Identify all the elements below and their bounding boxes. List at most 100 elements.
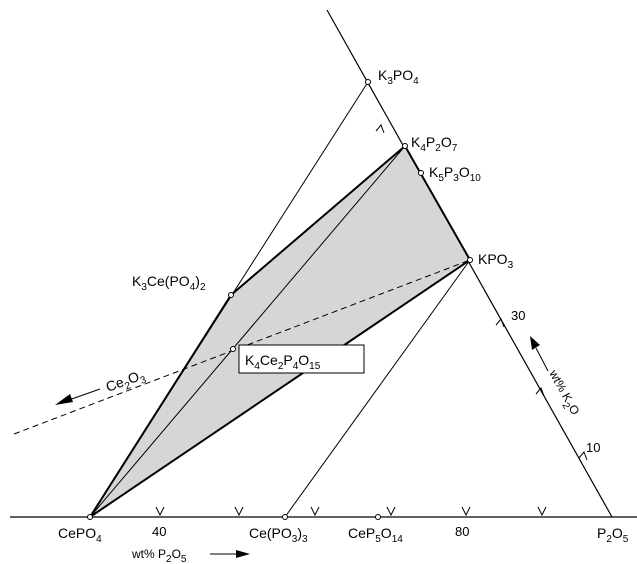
formula-part: 2 bbox=[435, 143, 441, 154]
formula-part: 2 bbox=[200, 282, 206, 293]
formula-part: 5 bbox=[181, 554, 187, 564]
formula-part: 2 bbox=[559, 401, 572, 412]
shaded-region bbox=[89, 144, 472, 518]
point-ce-po3-3 bbox=[282, 514, 288, 520]
point-cepo4 bbox=[87, 514, 93, 520]
point-k3po4 bbox=[365, 79, 371, 85]
formula-part: O bbox=[126, 368, 142, 387]
formula-part: 4 bbox=[190, 282, 196, 293]
right-tick-mark bbox=[375, 124, 385, 134]
point-cep5o14 bbox=[375, 514, 381, 520]
formula-part: P bbox=[597, 525, 606, 541]
formula-part: 3 bbox=[139, 374, 148, 386]
formula-part: Ce(PO bbox=[147, 273, 190, 289]
formula-part: 7 bbox=[452, 143, 458, 154]
formula-part: 3 bbox=[141, 282, 147, 293]
k2o-tick-30: 30 bbox=[511, 308, 525, 323]
label-p2o5: P2O5 bbox=[597, 525, 629, 545]
formula-part: O bbox=[612, 525, 623, 541]
label-kpo3: KPO3 bbox=[478, 251, 514, 271]
base-tick-mark bbox=[461, 506, 471, 517]
right-tick-marks bbox=[375, 124, 588, 461]
formula-part: 4 bbox=[413, 76, 419, 87]
formula-part: wt% K bbox=[546, 367, 575, 404]
formula-part: O bbox=[172, 547, 181, 561]
formula-part: PO bbox=[393, 67, 413, 83]
formula-part: 4 bbox=[293, 361, 299, 372]
ce2o3-arrowhead bbox=[55, 394, 73, 405]
right-tick-mark bbox=[578, 451, 588, 461]
formula-part: 3 bbox=[508, 260, 514, 271]
formula-part: 10 bbox=[470, 173, 482, 184]
formula-part: P bbox=[283, 352, 292, 368]
formula-part: 4 bbox=[254, 361, 260, 372]
formula-part: 15 bbox=[309, 361, 321, 372]
formula-part: O bbox=[381, 525, 392, 541]
formula-part: Ce(PO bbox=[249, 525, 292, 541]
point-k4ce2p4o15 bbox=[230, 346, 236, 352]
formula-part: Ce bbox=[104, 374, 126, 395]
p2o5-tick-40: 40 bbox=[152, 524, 166, 539]
formula-part: 3 bbox=[453, 173, 459, 184]
formula-part: 3 bbox=[302, 534, 308, 545]
label-cep5o14: CeP5O14 bbox=[348, 525, 403, 545]
base-tick-mark bbox=[537, 506, 547, 517]
formula-part: O bbox=[298, 352, 309, 368]
formula-part: P bbox=[444, 164, 453, 180]
formula-part: K bbox=[378, 67, 388, 83]
right-tick-mark bbox=[495, 318, 505, 328]
formula-part: K bbox=[245, 352, 255, 368]
label-k4ce2p4o15: K4Ce2P4O15 bbox=[245, 352, 321, 372]
right-tick-mark bbox=[535, 387, 545, 397]
base-tick-mark bbox=[155, 506, 165, 517]
base-tick-mark bbox=[234, 506, 244, 517]
axis-p2o5-label: wt% P2O5 bbox=[131, 547, 187, 564]
formula-part: 2 bbox=[606, 534, 612, 545]
formula-part: K bbox=[429, 164, 439, 180]
formula-part: wt% P bbox=[131, 547, 166, 561]
k2o-tick-10: 10 bbox=[586, 440, 600, 455]
formula-part: 2 bbox=[278, 361, 284, 372]
formula-part: 5 bbox=[623, 534, 629, 545]
label-ce-po3-3: Ce(PO3)3 bbox=[249, 525, 308, 545]
tieline-cepo4-k4p2o7 bbox=[89, 145, 406, 518]
formula-part: ) bbox=[297, 525, 302, 541]
base-tick-marks bbox=[155, 506, 547, 517]
label-k3ce-po4-2: K3Ce(PO4)2 bbox=[132, 273, 206, 293]
p2o5-tick-80: 80 bbox=[455, 524, 469, 539]
formula-part: 4 bbox=[96, 534, 102, 545]
k2o-arrow-shaft bbox=[535, 347, 549, 372]
point-k5p3o10 bbox=[418, 170, 424, 176]
point-k3ce-po4-2 bbox=[228, 292, 234, 298]
formula-part: 2 bbox=[123, 380, 132, 392]
point-kpo3 bbox=[467, 257, 473, 263]
k2o-arrowhead bbox=[530, 336, 540, 350]
formula-part: O bbox=[459, 164, 470, 180]
base-tick-mark bbox=[310, 506, 320, 517]
tieline-cepo3-kpo3 bbox=[284, 259, 471, 518]
right-axis-line bbox=[326, 9, 613, 518]
formula-part: K bbox=[411, 134, 421, 150]
p2o5-arrowhead bbox=[236, 550, 250, 558]
formula-part: 3 bbox=[292, 534, 298, 545]
base-tick-mark bbox=[386, 506, 396, 517]
formula-part: 5 bbox=[375, 534, 381, 545]
axis-k2o-label: wt% K2O bbox=[542, 367, 582, 419]
formula-part: ) bbox=[195, 273, 200, 289]
formula-part: O bbox=[441, 134, 452, 150]
label-ce2o3: Ce2O3 bbox=[104, 366, 149, 399]
point-k4p2o7 bbox=[402, 143, 408, 149]
formula-part: K bbox=[132, 273, 142, 289]
formula-part: KPO bbox=[478, 251, 508, 267]
tieline-cepo4-k3po4 bbox=[89, 81, 369, 518]
formula-part: 3 bbox=[387, 76, 393, 87]
formula-part: CeP bbox=[348, 525, 375, 541]
formula-part: Ce bbox=[260, 352, 278, 368]
k4ce2p4o15-label-box bbox=[238, 344, 365, 374]
formula-part: 5 bbox=[438, 173, 444, 184]
label-k4p2o7: K4P2O7 bbox=[411, 134, 458, 154]
formula-part: 2 bbox=[166, 554, 172, 564]
label-cepo4: CePO4 bbox=[58, 525, 102, 545]
formula-part: 14 bbox=[392, 534, 404, 545]
